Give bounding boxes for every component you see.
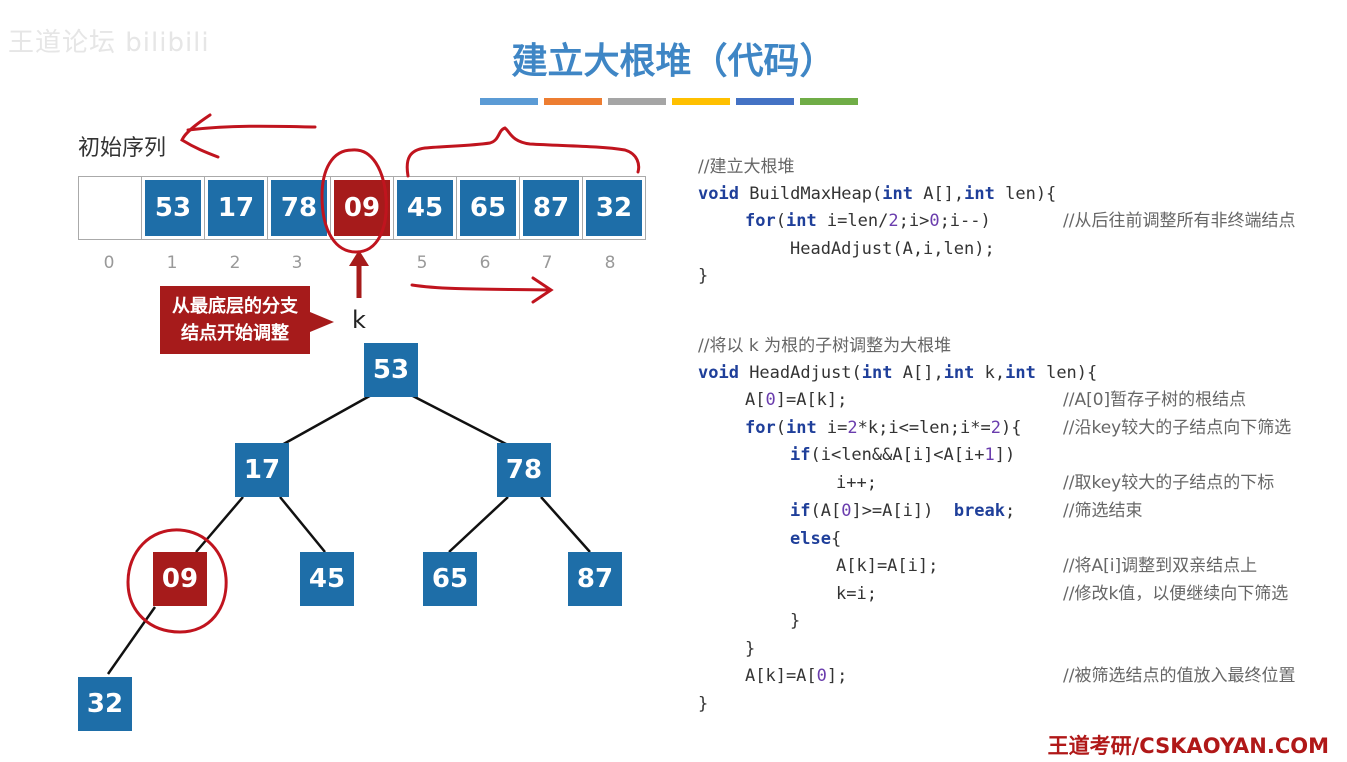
code-comment: //取key较大的子结点的下标	[1063, 473, 1275, 493]
code-line: A[k]=A[0];	[745, 666, 848, 686]
hand-circle-tree	[126, 528, 228, 634]
code-line: void HeadAdjust(int A[],int k,int len){	[698, 363, 1098, 383]
code-comment: //A[0]暂存子树的根结点	[1063, 390, 1247, 410]
code-comment: //将以 k 为根的子树调整为大根堆	[698, 336, 952, 356]
color-bar	[480, 98, 858, 105]
code-line: if(A[0]>=A[i]) break;	[790, 501, 1016, 521]
code-line: HeadAdjust(A,i,len);	[790, 239, 995, 259]
callout-line-1: 从最底层的分支	[172, 296, 298, 317]
array: 53 17 78 09 45 65 87 32	[78, 176, 646, 240]
k-pointer-label: k	[352, 306, 366, 334]
array-index-3: 3	[291, 253, 303, 273]
array-index-6: 6	[479, 253, 491, 273]
hand-circle-array	[320, 148, 388, 254]
tree-node-2: 17	[235, 443, 289, 497]
tree-node-4: 09	[153, 552, 207, 606]
code-line: if(i<len&&A[i]<A[i+1])	[790, 445, 1016, 465]
color-swatch-green	[800, 98, 858, 105]
tree-node-5: 45	[300, 552, 354, 606]
code-comment: //筛选结束	[1063, 501, 1143, 521]
code-line: A[0]=A[k];	[745, 390, 848, 410]
hand-arrow-bottom-head	[531, 276, 554, 304]
code-comment: //沿key较大的子结点向下筛选	[1063, 418, 1292, 438]
watermark: 王道论坛 bilibili	[8, 28, 210, 58]
code-comment: //被筛选结点的值放入最终位置	[1063, 666, 1296, 686]
callout-box: 从最底层的分支 结点开始调整	[160, 286, 310, 354]
code-line: i++;	[836, 473, 877, 493]
array-index-1: 1	[166, 253, 178, 273]
array-cell-7: 87	[520, 177, 583, 239]
handwritten-annotations	[126, 113, 641, 634]
color-swatch-blue	[480, 98, 538, 105]
k-arrow-icon	[349, 250, 369, 298]
code-comment: //将A[i]调整到双亲结点上	[1063, 556, 1258, 576]
hand-arrow-line	[186, 124, 317, 132]
array-cell-5: 45	[394, 177, 457, 239]
color-swatch-navy	[736, 98, 794, 105]
code-line: }	[698, 694, 709, 714]
code-line: }	[698, 266, 709, 286]
code-comment: //修改k值，以便继续向下筛选	[1063, 584, 1289, 604]
tree-node-3: 78	[497, 443, 551, 497]
code-line: else{	[790, 529, 842, 549]
tree-edges	[106, 391, 591, 675]
hand-arrow-head	[180, 113, 220, 159]
color-swatch-yellow	[672, 98, 730, 105]
code-line: k=i;	[836, 584, 877, 604]
array-cell-2: 17	[205, 177, 268, 239]
hand-brace	[405, 126, 641, 178]
code-line: for(int i=len/2;i>0;i--)	[745, 211, 991, 231]
tree-node-7: 87	[568, 552, 622, 606]
array-index-8: 8	[604, 253, 616, 273]
code-line: for(int i=2*k;i<=len;i*=2){	[745, 418, 1022, 438]
tree-node-1: 53	[364, 343, 418, 397]
callout-pointer	[310, 312, 334, 332]
array-cell-6: 65	[457, 177, 520, 239]
array-cell-1: 53	[142, 177, 205, 239]
tree-node-8: 32	[78, 677, 132, 731]
array-cell-3: 78	[268, 177, 331, 239]
hand-arrow-bottom	[410, 283, 552, 292]
code-line: void BuildMaxHeap(int A[],int len){	[698, 184, 1057, 204]
code-comment: //从后往前调整所有非终端结点	[1063, 211, 1296, 231]
page-title: 建立大根堆（代码）	[511, 41, 836, 82]
array-index-2: 2	[229, 253, 241, 273]
callout-line-2: 结点开始调整	[181, 323, 289, 344]
array-cell-0	[79, 177, 142, 239]
code-comment: //建立大根堆	[698, 157, 795, 177]
array-index-7: 7	[541, 253, 553, 273]
code-line: }	[745, 639, 756, 659]
array-index-0: 0	[103, 253, 115, 273]
array-index-5: 5	[416, 253, 428, 273]
color-swatch-orange	[544, 98, 602, 105]
code-line: }	[790, 611, 801, 631]
array-cell-8: 32	[583, 177, 645, 239]
code-line: A[k]=A[i];	[836, 556, 939, 576]
color-swatch-gray	[608, 98, 666, 105]
initial-sequence-label: 初始序列	[78, 136, 167, 161]
footer-brand: 王道考研/CSKAOYAN.COM	[1047, 734, 1329, 758]
tree-node-6: 65	[423, 552, 477, 606]
